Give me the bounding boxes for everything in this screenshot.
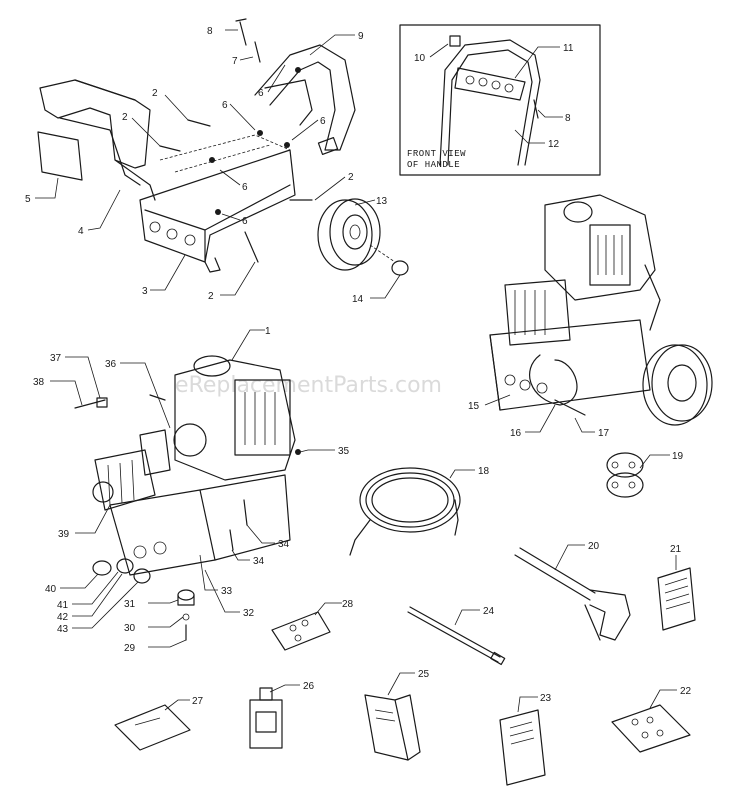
callout-2: 2 xyxy=(348,172,354,183)
callout-23: 23 xyxy=(540,693,552,704)
callout-17: 17 xyxy=(598,428,610,439)
callout-41: 41 xyxy=(57,600,69,611)
callout-18: 18 xyxy=(478,466,490,477)
callout-8: 8 xyxy=(207,26,213,37)
callout-25: 25 xyxy=(418,669,430,680)
callout-29: 29 xyxy=(124,643,136,654)
callout-numbers: 1 2 2 2 2 3 4 5 6 6 6 6 6 7 8 8 9 10 11 … xyxy=(25,26,692,707)
handle-front-view-inset: FRONT VIEW OF HANDLE xyxy=(399,24,601,176)
panel-plate xyxy=(37,131,83,181)
wand-24 xyxy=(407,606,506,666)
wheel-cap xyxy=(391,260,409,276)
hose-18 xyxy=(349,467,461,556)
callout-10: 10 xyxy=(414,53,426,64)
callout-24: 24 xyxy=(483,606,495,617)
callout-22: 22 xyxy=(680,686,692,697)
inset-caption-line2: OF HANDLE xyxy=(407,160,460,170)
callout-7: 7 xyxy=(232,56,238,67)
callout-30: 30 xyxy=(124,623,136,634)
callout-15: 15 xyxy=(468,401,480,412)
callout-6: 6 xyxy=(242,216,248,227)
nozzle-set-19 xyxy=(606,452,644,498)
callout-14: 14 xyxy=(352,294,364,305)
callout-19: 19 xyxy=(672,451,684,462)
callout-42: 42 xyxy=(57,612,69,623)
callout-37: 37 xyxy=(50,353,62,364)
callout-6: 6 xyxy=(320,116,326,127)
callout-16: 16 xyxy=(510,428,522,439)
spray-gun-20 xyxy=(514,547,631,641)
callout-3: 3 xyxy=(142,286,148,297)
callout-39: 39 xyxy=(58,529,70,540)
manual-sheet-21 xyxy=(657,567,696,631)
wheel-13 xyxy=(317,198,381,271)
callout-33: 33 xyxy=(221,586,233,597)
watermark-text: eReplacementParts.com xyxy=(175,373,442,398)
inset-caption-line1: FRONT VIEW xyxy=(407,149,466,159)
callout-27: 27 xyxy=(192,696,204,707)
leader-lines xyxy=(35,29,677,713)
callout-12: 12 xyxy=(548,139,560,150)
callout-2: 2 xyxy=(152,88,158,99)
callout-13: 13 xyxy=(376,196,388,207)
assembled-pressure-washer xyxy=(489,194,713,426)
oring-card-28 xyxy=(271,611,331,651)
nozzle-card-22 xyxy=(611,704,691,753)
callout-6: 6 xyxy=(258,88,264,99)
callout-20: 20 xyxy=(588,541,600,552)
booklet-25 xyxy=(364,694,421,761)
engine-pump-exploded xyxy=(74,355,301,641)
callout-26: 26 xyxy=(303,681,315,692)
callout-38: 38 xyxy=(33,377,45,388)
callout-28: 28 xyxy=(342,599,354,610)
callout-6: 6 xyxy=(242,182,248,193)
callout-32: 32 xyxy=(243,608,255,619)
tool-card-27 xyxy=(114,704,191,751)
callout-4: 4 xyxy=(78,226,84,237)
callout-36: 36 xyxy=(105,359,117,370)
callout-40: 40 xyxy=(45,584,57,595)
oil-bottle-26 xyxy=(249,687,283,749)
callout-35: 35 xyxy=(338,446,350,457)
callout-31: 31 xyxy=(124,599,136,610)
wheel-assembled xyxy=(642,344,713,426)
frame-assembly xyxy=(37,18,409,276)
callout-34: 34 xyxy=(253,556,265,567)
callout-43: 43 xyxy=(57,624,69,635)
callout-21: 21 xyxy=(670,544,682,555)
booklet-23 xyxy=(499,709,546,786)
callout-34: 34 xyxy=(278,539,290,550)
callout-5: 5 xyxy=(25,194,31,205)
callout-1: 1 xyxy=(265,326,271,337)
callout-9: 9 xyxy=(358,31,364,42)
callout-2: 2 xyxy=(122,112,128,123)
callout-8: 8 xyxy=(565,113,571,124)
callout-2: 2 xyxy=(208,291,214,302)
callout-6: 6 xyxy=(222,100,228,111)
callout-11: 11 xyxy=(563,43,574,54)
